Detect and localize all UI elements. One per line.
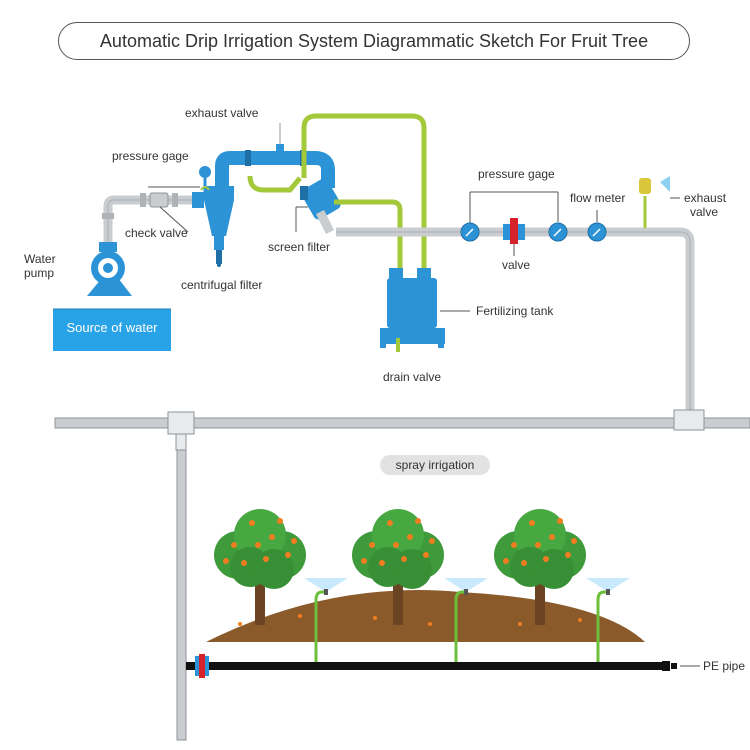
exhaust-valve-right-label-1: exhaust (684, 191, 727, 205)
flow-meter (587, 222, 607, 242)
fruit-tree-1 (214, 509, 306, 625)
exhaust-valve-top (276, 144, 284, 154)
spray-irrigation-label: spray irrigation (395, 458, 475, 472)
water-source-tank (53, 309, 171, 351)
diagram-title: Automatic Drip Irrigation System Diagram… (99, 30, 649, 51)
soil-mound (206, 590, 645, 642)
pe-pipe-label: PE pipe (703, 659, 746, 673)
pressure-gage-left (199, 166, 211, 178)
water-pump-label-1: Water (24, 252, 56, 266)
pe-pipe (186, 662, 662, 670)
flow-meter-label: flow meter (570, 191, 626, 205)
valve-label: valve (502, 258, 531, 272)
spray-irrigation-pill: spray irrigation (380, 455, 490, 475)
exhaust-valve-top-label: exhaust valve (185, 106, 259, 120)
fertilizing-tank-label: Fertilizing tank (476, 304, 554, 318)
drain-valve (396, 338, 400, 352)
screen-filter (300, 178, 341, 220)
centrifugal-filter-label: centrifugal filter (181, 278, 263, 292)
fertilizing-tank (380, 268, 445, 352)
check-valve-label: check valve (125, 226, 188, 240)
sprinkler-1 (304, 578, 348, 595)
sprinkler-3 (586, 578, 630, 595)
pressure-gage-right-label: pressure gage (478, 167, 555, 181)
water-pump-label-2: pump (24, 266, 55, 280)
pressure-gage-left-label: pressure gage (112, 149, 189, 163)
drain-valve-label: drain valve (383, 370, 442, 384)
check-valve (149, 192, 169, 208)
pressure-gage-1 (460, 222, 480, 242)
exhaust-valve-right (639, 176, 670, 228)
valve-red (503, 218, 525, 244)
exhaust-valve-right-label-2: valve (690, 205, 719, 219)
screen-filter-label: screen filter (268, 240, 331, 254)
title-frame: Automatic Drip Irrigation System Diagram… (58, 22, 690, 60)
source-of-water-label: Source of water (66, 320, 158, 335)
pressure-gage-2 (548, 222, 568, 242)
water-pump (87, 242, 132, 296)
centrifugal-filter (204, 186, 234, 267)
